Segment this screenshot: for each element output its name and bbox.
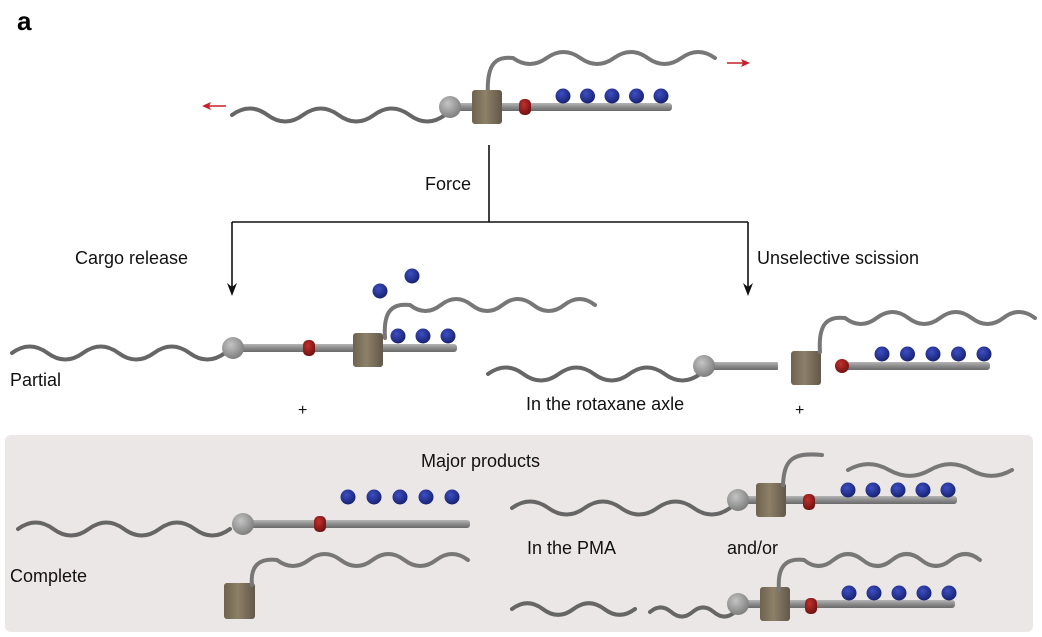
broken-axle-fragment: [700, 362, 778, 370]
ring-polymer-chain: [485, 50, 717, 99]
polymer-chain: [10, 344, 227, 362]
cargo-bead: [418, 489, 434, 505]
cargo-bead: [951, 346, 966, 362]
major-products-label: Major products: [421, 451, 541, 471]
cargo-bead: [604, 88, 620, 104]
and-or-label: and/or: [727, 538, 779, 558]
stopper-bead: [222, 337, 244, 359]
polymer-chain: [846, 462, 1014, 478]
macrocycle-ring: [760, 587, 790, 621]
cargo-release-partial-product: [10, 268, 597, 367]
cargo-bead: [404, 268, 420, 284]
polymer-chain: [510, 499, 732, 517]
rotaxane-axle: [235, 344, 457, 352]
stopper-bead: [727, 593, 749, 615]
panel-label: a: [17, 6, 32, 36]
arrowhead-right-icon: [743, 283, 753, 296]
polymer-chain: [510, 601, 637, 617]
arrowhead-left-icon: [227, 283, 237, 296]
cargo-bead: [866, 585, 882, 601]
rotaxane-axle: [243, 520, 470, 528]
in-pma-label: In the PMA: [527, 538, 617, 558]
cargo-bead: [865, 482, 881, 498]
ring-polymer-chain: [249, 552, 470, 587]
macrocycle-ring: [791, 351, 821, 385]
polymer-chain: [16, 520, 232, 538]
cargo-bead: [390, 328, 406, 344]
polymer-chain: [486, 365, 702, 383]
macrocycle-ring: [756, 483, 786, 517]
macrocycle-ring: [472, 90, 502, 124]
macrocycle-ring: [353, 333, 383, 367]
major-products-panel: [5, 435, 1033, 632]
force-label: Force: [425, 174, 472, 194]
starting-rotaxane: [230, 50, 717, 124]
polymer-chain: [648, 605, 737, 619]
pull-arrow-left-icon: [202, 102, 226, 110]
mechanophore-bead: [805, 598, 817, 614]
rotaxane-axle: [455, 103, 672, 111]
rotaxane-axle-label: In the rotaxane axle: [526, 394, 685, 414]
stopper-bead: [693, 355, 715, 377]
pma-scission-upper-product: [510, 452, 1014, 517]
cargo-release-label: Cargo release: [75, 248, 189, 268]
mechanophore-bead: [835, 359, 849, 373]
cargo-bead: [841, 585, 857, 601]
stopper-bead: [439, 96, 461, 118]
cargo-bead: [372, 283, 388, 299]
scission-axle-product: [486, 310, 1037, 385]
plus-sign-right: +: [795, 402, 805, 419]
cargo-bead: [415, 328, 431, 344]
partial-label: Partial: [10, 370, 62, 390]
cargo-bead: [444, 489, 460, 505]
cargo-bead: [890, 482, 906, 498]
stopper-bead: [727, 489, 749, 511]
pull-arrow-right-icon: [727, 59, 750, 67]
cargo-bead: [941, 585, 957, 601]
cargo-bead: [916, 585, 932, 601]
cargo-bead: [925, 346, 941, 362]
complete-label: Complete: [10, 566, 88, 586]
cargo-bead: [840, 482, 856, 498]
cargo-bead: [874, 346, 890, 362]
ring-polymer-chain: [382, 297, 597, 340]
mechanophore-bead: [303, 340, 315, 356]
cargo-bead: [340, 489, 356, 505]
cargo-bead: [392, 489, 408, 505]
cargo-bead: [580, 88, 595, 104]
cargo-bead: [366, 489, 382, 505]
cargo-bead: [891, 585, 907, 601]
ring-polymer-chain: [817, 310, 1037, 354]
cargo-bead: [940, 482, 956, 498]
cargo-bead: [555, 88, 571, 104]
cargo-bead: [653, 88, 669, 104]
polymer-chain: [230, 106, 447, 124]
mechanophore-bead: [314, 516, 326, 532]
cargo-bead: [440, 328, 456, 344]
ring-polymer-chain: [776, 552, 982, 592]
cargo-bead: [976, 346, 992, 362]
plus-sign-left: +: [298, 402, 308, 419]
cargo-bead: [629, 88, 644, 104]
mechanophore-bead: [519, 99, 531, 115]
rotaxane-axle: [738, 496, 957, 504]
complete-release-product: [16, 489, 470, 619]
cargo-bead: [915, 482, 931, 498]
pma-scission-lower-product: [510, 552, 982, 621]
broken-ring-chain: [781, 452, 824, 487]
stopper-bead: [232, 513, 254, 535]
rotaxane-axle: [840, 362, 990, 370]
force-connector: [231, 145, 749, 290]
rotaxane-axle: [740, 600, 955, 608]
cargo-bead: [900, 346, 915, 362]
macrocycle-ring: [224, 583, 255, 619]
mechanophore-bead: [803, 494, 815, 510]
unselective-scission-label: Unselective scission: [757, 248, 920, 268]
